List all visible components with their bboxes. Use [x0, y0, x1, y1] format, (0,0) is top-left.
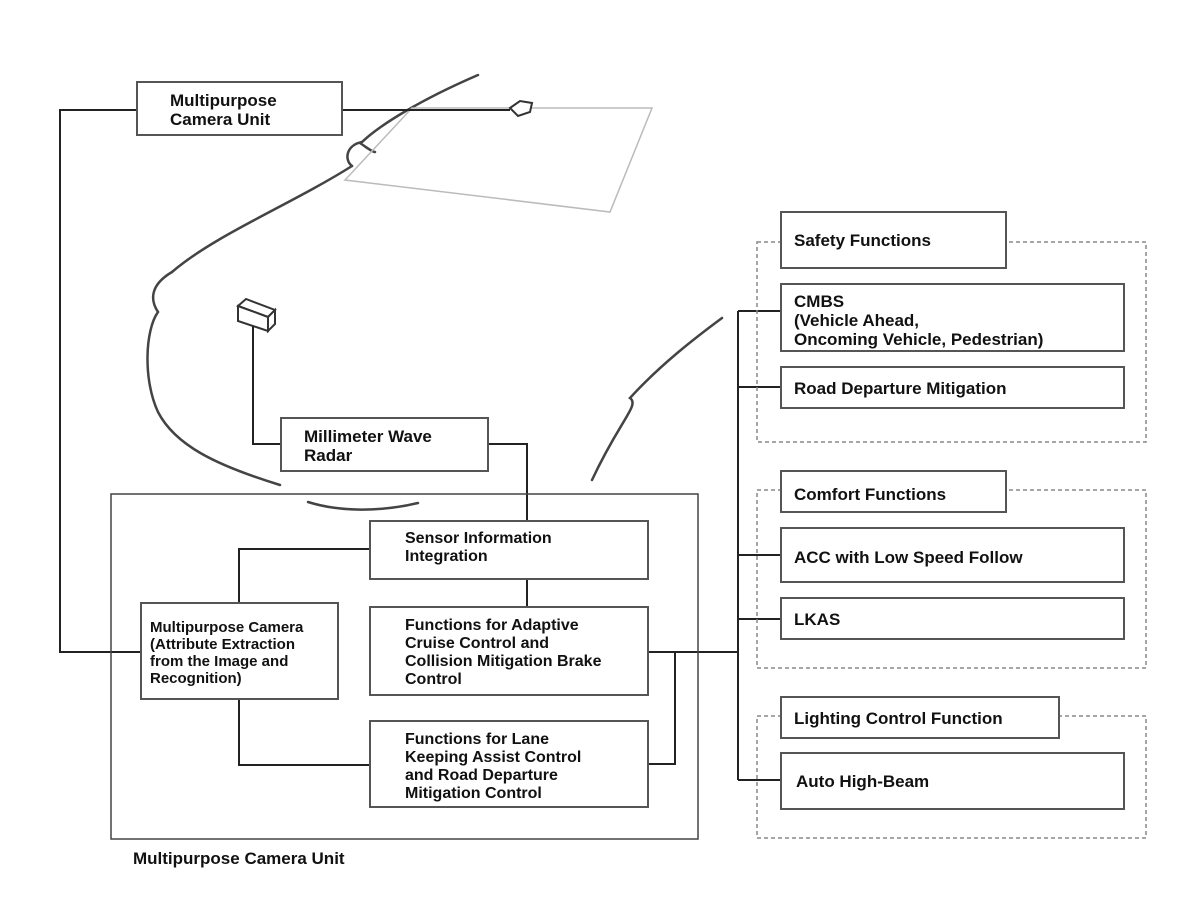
sensor-integration-box: Sensor Information Integration: [369, 520, 649, 580]
connector-lines: [59, 109, 780, 781]
lighting-group-frame: [756, 715, 1147, 839]
lkas-box: LKAS: [780, 597, 1125, 640]
comfort-functions-title: Comfort Functions: [780, 470, 1007, 513]
auto-high-beam-box: Auto High-Beam: [780, 752, 1125, 810]
lkas-rdm-functions-box: Functions for Lane Keeping Assist Contro…: [369, 720, 649, 808]
acc-low-speed-follow-box: ACC with Low Speed Follow: [780, 527, 1125, 583]
camera-unit-frame: [110, 493, 699, 840]
cmbs-function-box: CMBS (Vehicle Ahead, Oncoming Vehicle, P…: [780, 283, 1125, 352]
lighting-control-title: Lighting Control Function: [780, 696, 1060, 739]
top-camera-unit-box: Multipurpose Camera Unit: [136, 81, 343, 136]
safety-functions-title: Safety Functions: [780, 211, 1007, 269]
radar-module-shape: [236, 297, 277, 334]
camera-recognition-box: Multipurpose Camera (Attribute Extractio…: [140, 602, 339, 700]
windshield-outline: [343, 107, 654, 213]
radar-box: Millimeter Wave Radar: [280, 417, 489, 472]
camera-module-shape: [508, 99, 534, 118]
camera-unit-caption: Multipurpose Camera Unit: [133, 849, 345, 868]
road-departure-mitigation-box: Road Departure Mitigation: [780, 366, 1125, 409]
acc-cmbs-functions-box: Functions for Adaptive Cruise Control an…: [369, 606, 649, 696]
group-frames: [756, 241, 1147, 839]
safety-group-frame: [756, 241, 1147, 443]
car-outline: [146, 73, 724, 511]
comfort-group-frame: [756, 489, 1147, 669]
